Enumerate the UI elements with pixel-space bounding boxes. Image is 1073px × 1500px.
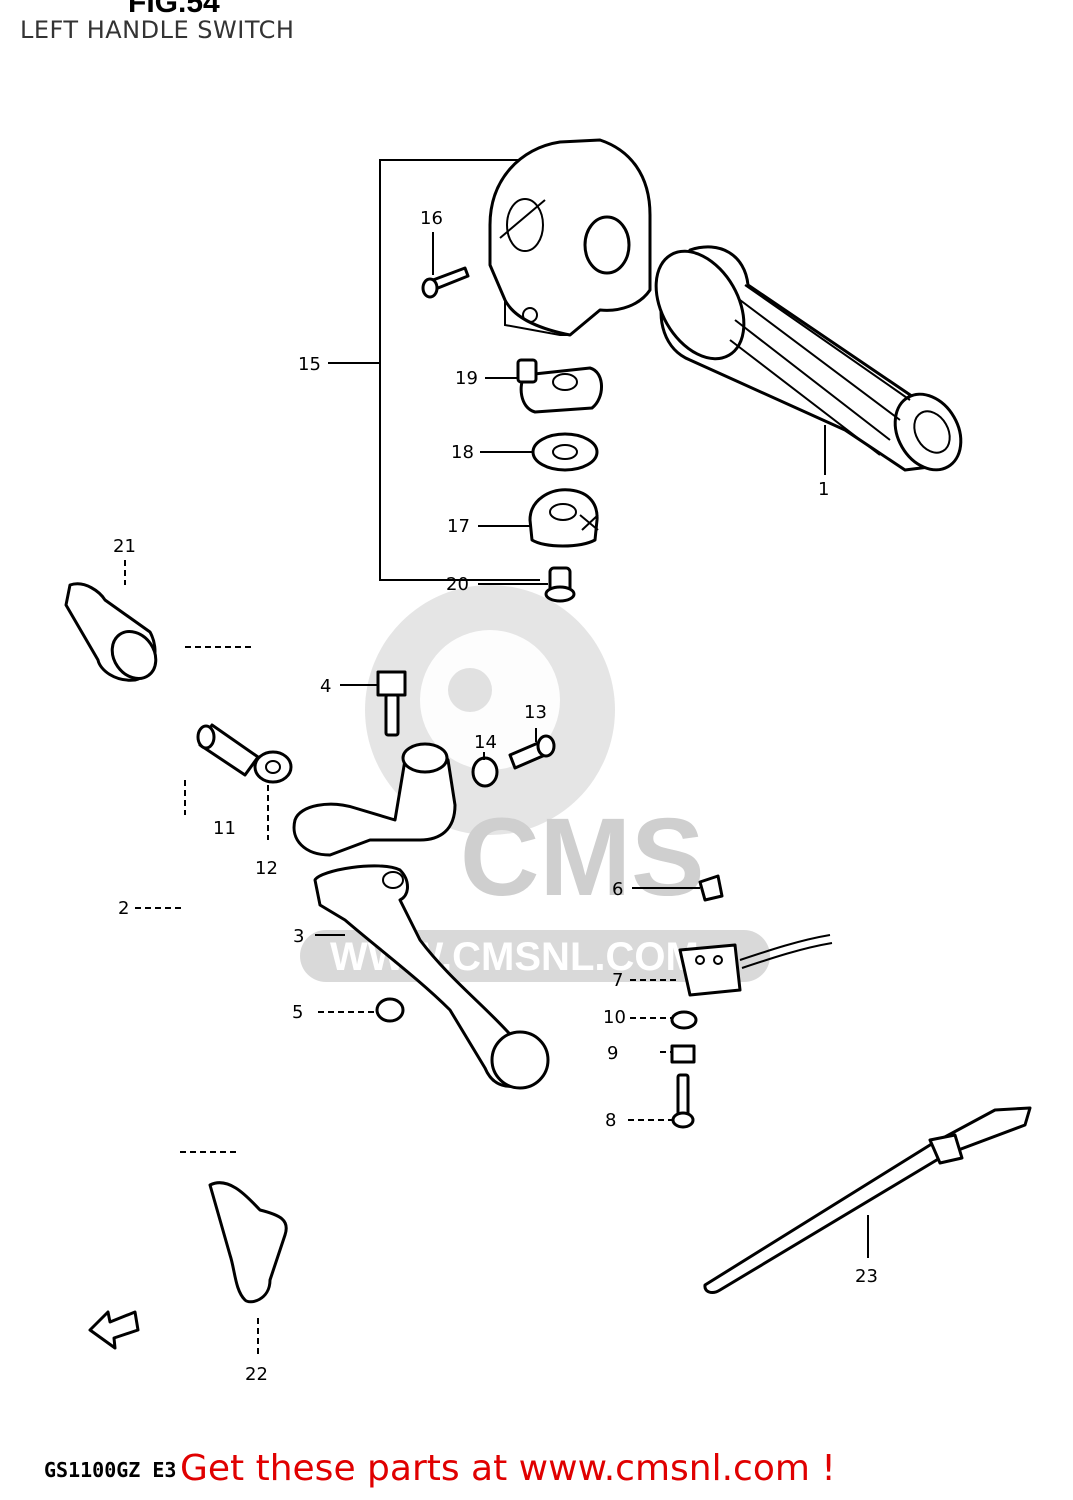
callout-9: 9 [607, 1043, 618, 1064]
callout-labels: 1 2 3 4 5 6 7 8 9 10 11 12 13 14 15 16 1… [113, 208, 878, 1385]
callout-4: 4 [320, 676, 331, 697]
screw-8-icon [671, 1073, 695, 1129]
callout-8: 8 [605, 1110, 616, 1131]
callout-21: 21 [113, 536, 136, 557]
callout-6: 6 [612, 879, 623, 900]
screw-16-icon [421, 266, 470, 299]
callout-15: 15 [298, 354, 321, 375]
clutch-switch-7-icon [678, 934, 833, 997]
cap-6-icon [698, 874, 724, 902]
front-arrow-icon [88, 1310, 140, 1350]
model-code: GS1100GZ E3 [44, 1458, 177, 1482]
washer-14-icon [471, 756, 499, 788]
clutch-lever-icon [313, 864, 550, 1090]
callout-12: 12 [255, 858, 278, 879]
callout-1: 1 [818, 479, 829, 500]
callout-2: 2 [118, 898, 129, 919]
callout-13: 13 [524, 702, 547, 723]
callout-3: 3 [293, 926, 304, 947]
bolt-icon [196, 723, 260, 777]
nut-9-icon [670, 1044, 696, 1064]
screw-13-icon [508, 734, 556, 770]
handle-grip-icon [654, 245, 963, 472]
page-subtitle: LEFT HANDLE SWITCH [20, 16, 295, 44]
callout-17: 17 [447, 516, 470, 537]
nut-19-icon [516, 358, 603, 414]
callout-16: 16 [420, 208, 443, 229]
lever-holder-icon [292, 742, 457, 857]
screw-20-icon [544, 566, 576, 603]
band-23-icon [703, 1106, 1032, 1294]
figure-title: FIG.54 [128, 0, 220, 19]
washer-10-icon [670, 1010, 698, 1030]
callout-18: 18 [451, 442, 474, 463]
washer-18-icon [531, 432, 599, 472]
nut-5-icon [375, 997, 405, 1023]
leader-lines [124, 232, 869, 1355]
assembly-bracket-15 [379, 159, 540, 581]
switch-housing-icon [488, 138, 652, 337]
callout-20: 20 [446, 574, 469, 595]
spring-12-icon [253, 750, 293, 784]
callout-10: 10 [603, 1007, 626, 1028]
pivot-bolt-4-icon [376, 670, 407, 737]
callout-14: 14 [474, 732, 497, 753]
buy-parts-link[interactable]: Get these parts at www.cmsnl.com ! [180, 1448, 836, 1489]
callout-7: 7 [612, 970, 623, 991]
grommet-17-icon [528, 488, 599, 548]
callout-22: 22 [245, 1364, 268, 1385]
callout-5: 5 [292, 1002, 303, 1023]
watermark-brand: CMS [460, 796, 704, 919]
boot-21-icon [64, 582, 255, 682]
callout-11: 11 [213, 818, 236, 839]
callout-23: 23 [855, 1266, 878, 1287]
callout-19: 19 [455, 368, 478, 389]
cover-22-icon [180, 1151, 288, 1304]
